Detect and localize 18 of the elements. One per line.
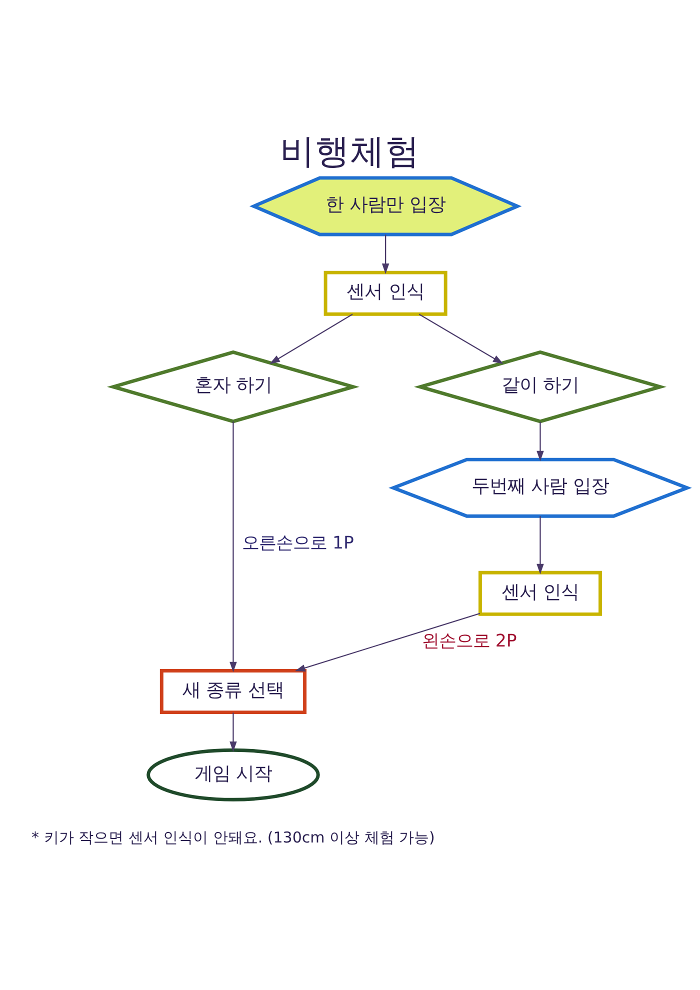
arrow [230, 712, 237, 752]
node-diamond: 같이 하기 [414, 350, 667, 424]
arrow [536, 516, 544, 574]
node-diamond: 혼자 하기 [106, 350, 360, 424]
node-box: 새 종류 선택 [160, 669, 306, 714]
edge-label: 왼손으로 2P [422, 632, 517, 652]
arrow [230, 422, 237, 672]
node-box: 센서 인식 [478, 570, 602, 616]
node-box: 센서 인식 [324, 270, 448, 316]
node-ellipse: 게임 시작 [146, 748, 320, 802]
arrow [382, 234, 390, 274]
arrow [270, 314, 353, 364]
arrow [418, 314, 504, 364]
edge-label: 오른손으로 1P [242, 533, 354, 554]
arrow [536, 422, 544, 462]
label: * 키가 작으면 센서 인식이 안돼요. (130cm 이상 체험 가능) [32, 828, 435, 847]
diagram-title: 비행체험 [280, 132, 420, 172]
arrow [294, 612, 480, 672]
